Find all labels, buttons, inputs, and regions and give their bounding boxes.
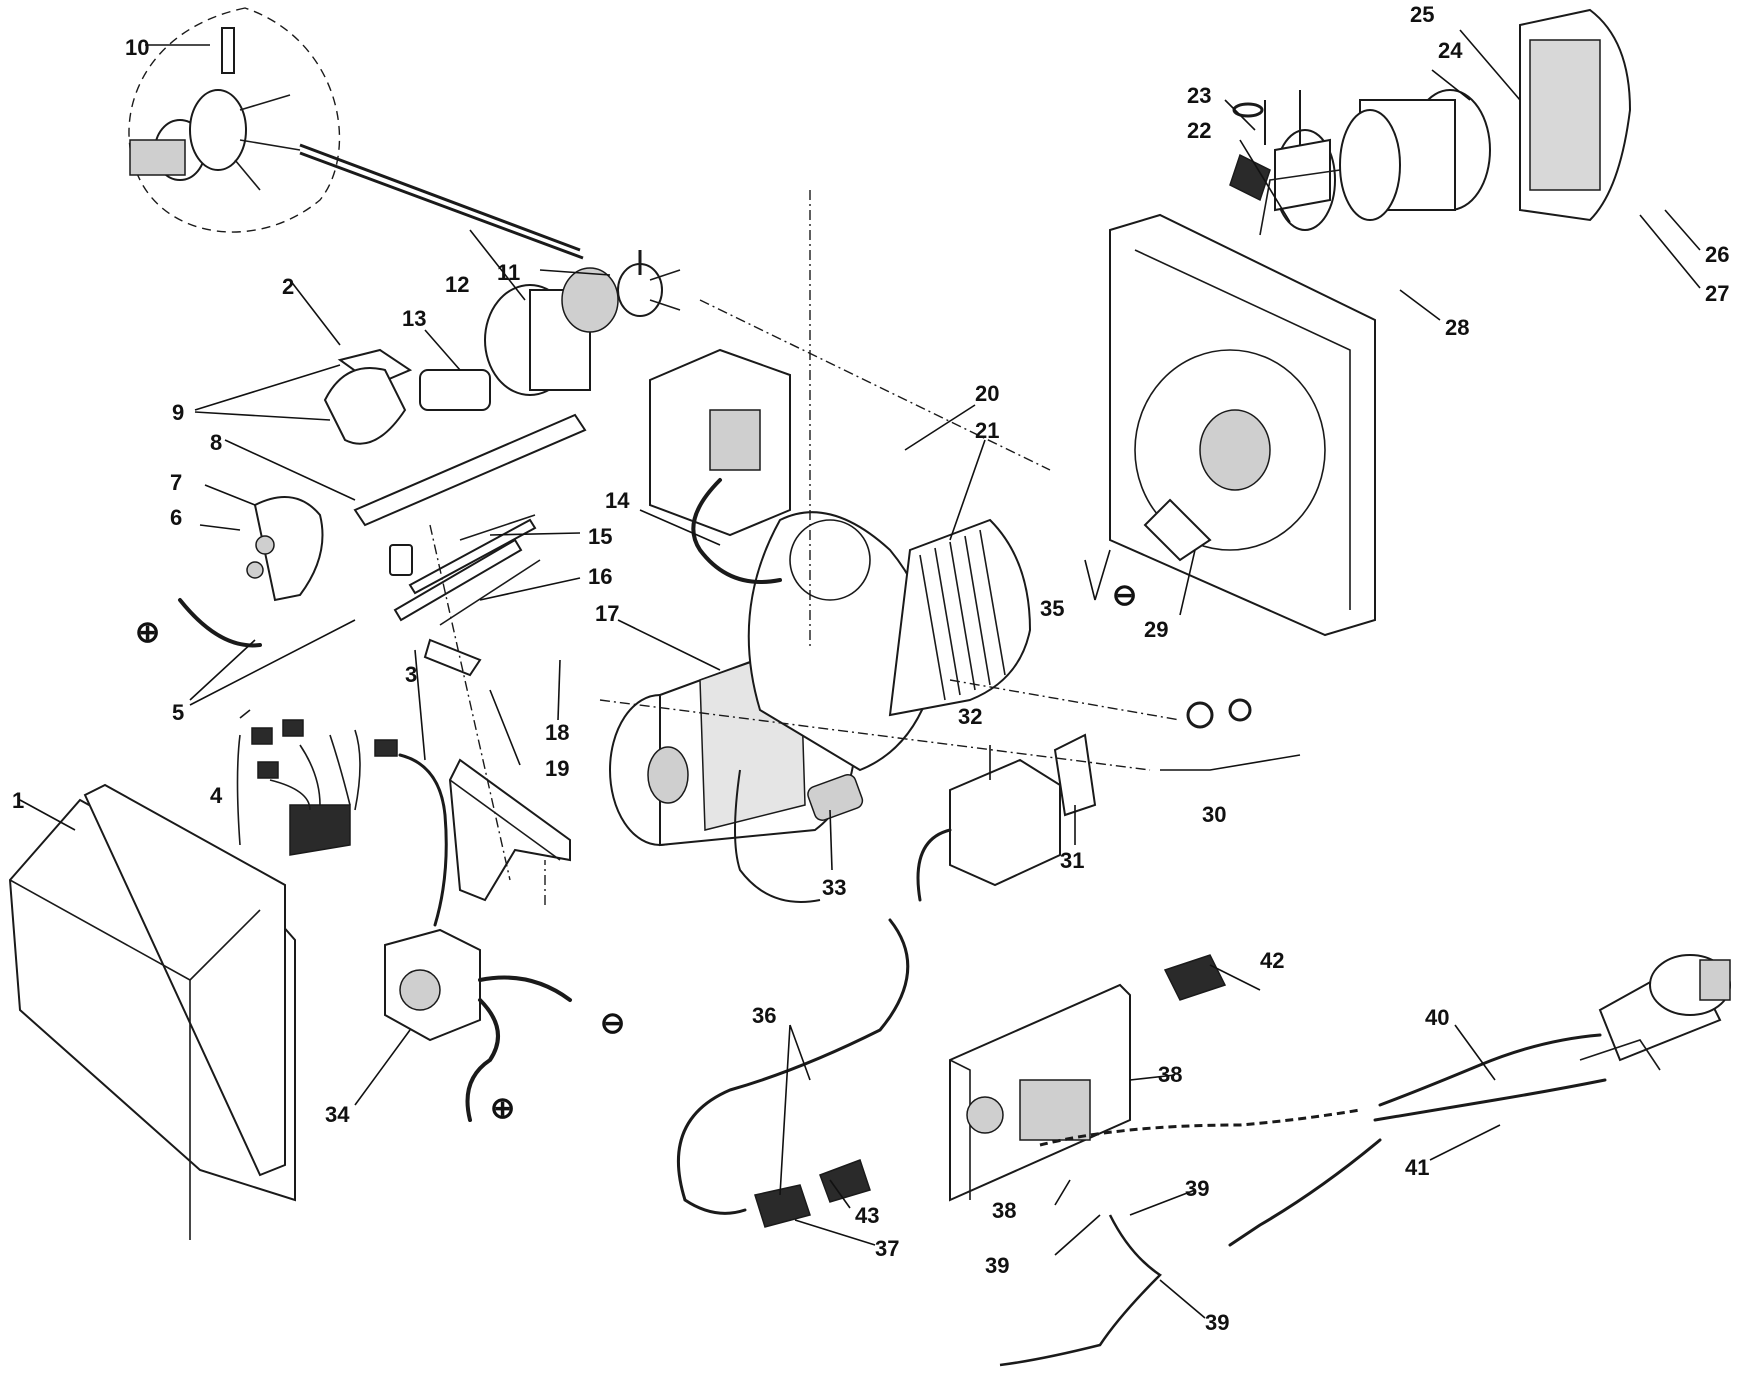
air-box-housing [1109,213,1376,637]
callout-13: 13 [402,306,426,331]
control-unit-upper [649,348,791,584]
callout-19: 19 [545,756,569,781]
callout-25: 25 [1410,2,1434,27]
callout-43: 43 [855,1203,879,1228]
callout-2: 2 [282,274,294,299]
callout-32: 32 [958,704,982,729]
callout-30: 30 [1202,802,1226,827]
callout-26: 26 [1705,242,1729,267]
callout-3: 3 [405,662,417,687]
callout-41: 41 [1405,1155,1429,1180]
callout-4: 4 [210,783,223,808]
callout-23: 23 [1187,83,1211,108]
fan-and-flange [747,511,1032,772]
control-unit [949,983,1131,1202]
motor [609,638,857,903]
callout-39-left: 39 [985,1253,1009,1278]
preheater-assembly [1579,954,1731,1071]
callout-7: 7 [170,470,182,495]
callout-9: 9 [172,400,184,425]
callout-42: 42 [1260,948,1284,973]
callout-18: 18 [545,720,569,745]
assembly-lines [429,190,1181,905]
plus-icon: ⊕ [490,1092,515,1125]
callout-21: 21 [975,418,999,443]
callout-12: 12 [445,272,469,297]
nozzle-detail-inset [128,7,584,260]
callout-35: 35 [1040,596,1064,621]
callout-labels: 1 2 3 4 5 6 7 8 9 10 11 12 13 14 15 16 1… [12,2,1729,1335]
harness-connectors [677,918,1607,1367]
minus-icon: ⊖ [1112,579,1137,612]
callout-28: 28 [1445,315,1469,340]
callout-33: 33 [822,875,846,900]
callout-39-upper: 39 [1185,1176,1209,1201]
pump-assembly [807,698,1252,902]
callout-27: 27 [1705,281,1729,306]
callout-39-lower: 39 [1205,1310,1229,1335]
blast-tube-assembly [1229,8,1632,236]
callout-15: 15 [588,524,612,549]
callout-37: 37 [875,1236,899,1261]
minus-icon: ⊖ [600,1007,625,1040]
callout-10: 10 [125,35,149,60]
callout-20: 20 [975,381,999,406]
callout-5: 5 [172,700,184,725]
polarity-symbols: ⊕ ⊖ ⊕ ⊖ [135,579,1137,1125]
ignition-electrode-assembly [178,413,587,677]
callout-38-upper: 38 [1158,1062,1182,1087]
mounting-bracket [448,758,571,902]
callout-34: 34 [325,1102,350,1127]
callout-40: 40 [1425,1005,1449,1030]
callout-36: 36 [752,1003,776,1028]
callout-14: 14 [605,488,630,513]
callout-38-lower: 38 [992,1198,1016,1223]
callout-17: 17 [595,601,619,626]
combustion-head-assembly [323,250,681,445]
callout-6: 6 [170,505,182,530]
callout-11: 11 [497,260,520,285]
callout-8: 8 [210,430,222,455]
burner-cover [8,783,296,1240]
leader-lines [19,29,1701,1319]
terminal-block-and-wiring [236,709,572,1122]
callout-16: 16 [588,564,612,589]
callout-24: 24 [1438,38,1463,63]
callout-22: 22 [1187,118,1211,143]
plus-icon: ⊕ [135,616,160,649]
callout-1: 1 [12,788,24,813]
callout-29: 29 [1144,617,1168,642]
callout-31: 31 [1060,848,1084,873]
